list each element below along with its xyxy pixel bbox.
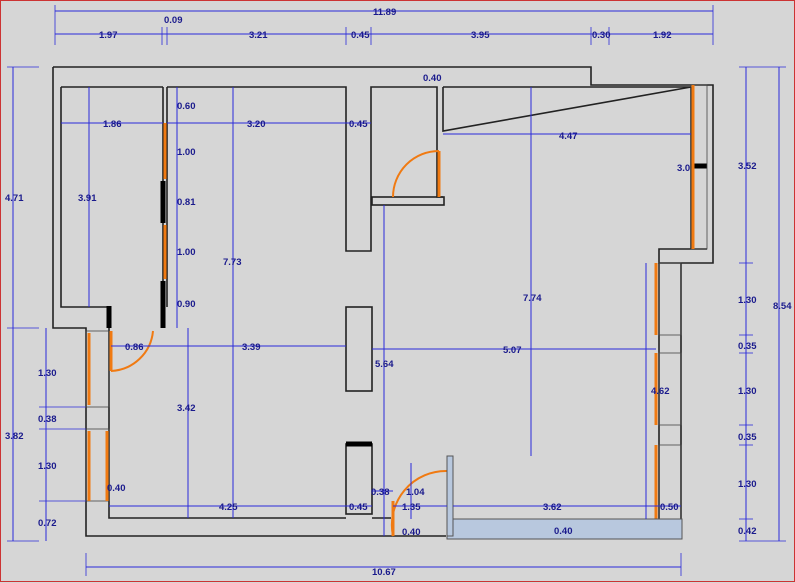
dimension-labels: 11.89 1.97 0.09 3.21 0.45 3.95 0.30 1.92… [5,7,792,578]
label-r-854: 8.54 [773,301,792,312]
dimension-lines [7,5,786,576]
label-stack-060: 0.60 [177,101,196,112]
label-r-352: 3.52 [738,161,757,172]
label-r-035b: 0.35 [738,432,757,443]
doors [109,150,448,537]
label-left-130a: 1.30 [38,368,57,379]
label-bottom-total: 10.67 [372,567,396,578]
label-r-035a: 0.35 [738,341,757,352]
label-447: 4.47 [559,131,578,142]
right-inner-wall [658,263,682,537]
label-top-395: 3.95 [471,30,490,41]
label-left-382: 3.82 [5,431,24,442]
windows [85,84,708,520]
label-040-mid: 0.40 [402,527,421,538]
label-040-bottom-left: 0.40 [107,483,126,494]
label-342: 3.42 [177,403,196,414]
label-r-130b: 1.30 [738,386,757,397]
label-left-471: 4.71 [5,193,24,204]
label-room2-w: 3.20 [247,119,266,130]
label-038: 0.38 [371,487,390,498]
label-040-corridor: 0.40 [423,73,442,84]
label-top-030: 0.30 [592,30,611,41]
label-040-balcony: 0.40 [554,526,573,537]
label-top-321: 3.21 [249,30,268,41]
entry-frame [446,455,454,537]
label-stack-100b: 1.00 [177,247,196,258]
label-room1-h: 3.91 [78,193,97,204]
window-left-frame-2 [85,428,110,502]
label-stack-090: 0.90 [177,299,196,310]
living-wall [167,86,443,252]
label-r-042: 0.42 [738,526,757,537]
label-room1-w: 1.86 [103,119,122,130]
label-stack-081: 0.81 [177,197,196,208]
walls [52,66,714,537]
door-frame [371,196,445,206]
label-362: 3.62 [543,502,562,513]
hall-wall [442,86,692,132]
window-r2-frame [658,352,682,426]
label-773: 7.73 [223,257,242,268]
label-stack-100a: 1.00 [177,147,196,158]
bottom-inner-wall [108,328,346,519]
outer-wall [53,66,714,264]
label-30: 3.0 [677,163,690,174]
pillar-upper [345,306,373,392]
label-r-130c: 1.30 [738,479,757,490]
label-045-bottom: 0.45 [349,502,368,513]
label-left-072: 0.72 [38,518,57,529]
label-425: 4.25 [219,502,238,513]
label-top-total: 11.89 [373,7,396,18]
label-left-130b: 1.30 [38,461,57,472]
window-right-frame [690,84,708,250]
label-104: 1.04 [406,487,425,498]
outer-wall-left [52,67,446,537]
label-339: 3.39 [242,342,261,353]
label-462: 4.62 [651,386,670,397]
window-left-frame-1 [85,330,110,408]
label-left-038: 0.38 [38,414,57,425]
label-top-009: 0.09 [164,15,183,26]
label-top-192: 1.92 [653,30,672,41]
label-086: 0.86 [125,342,144,353]
label-045-upper: 0.45 [349,119,368,130]
label-507: 5.07 [503,345,522,356]
label-135: 1.35 [402,502,421,513]
label-774: 7.74 [523,293,542,304]
label-050: 0.50 [660,502,679,513]
label-top-197: 1.97 [99,30,118,41]
label-r-130a: 1.30 [738,295,757,306]
window-r1-frame [658,262,682,336]
door-arc-left [110,330,154,372]
label-564: 5.64 [375,359,394,370]
label-top-045: 0.45 [351,30,370,41]
door-arc-hall [392,150,440,198]
